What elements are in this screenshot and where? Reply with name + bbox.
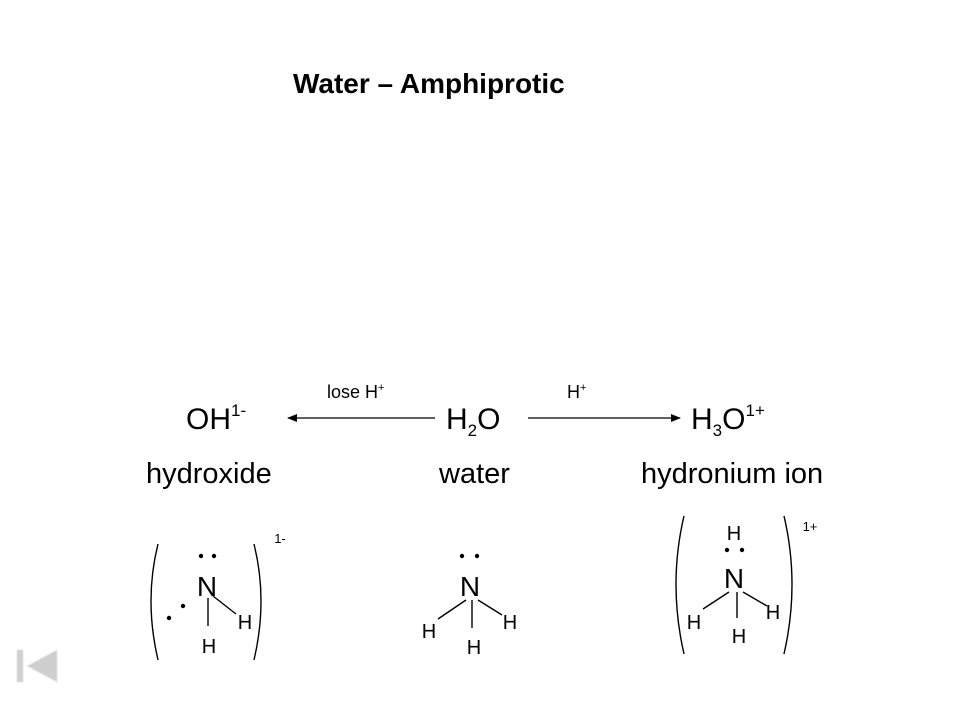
hydronium-formula-subscript: 3 [712,421,723,440]
hydroxide-h-right: H [238,612,252,634]
hydronium-h-top: H [727,523,741,545]
hydroxide-formula-base: OH [186,403,231,436]
lose-proton-label: lose H+ [327,381,384,403]
gain-proton-label-charge: + [580,382,587,394]
hydronium-h-right: H [766,602,780,624]
water-formula: H2O [446,402,501,440]
water-formula-subscript: 2 [467,421,478,440]
lone-pair-dot [739,547,745,553]
bond-line [477,599,503,616]
hydroxide-formula-charge: 1- [231,401,247,420]
hydroxide-charge: 1- [274,531,286,546]
lose-proton-label-text: lose H [327,382,379,402]
hydronium-formula-o: O [722,403,746,436]
water-center-atom: N [460,571,480,602]
hydroxide-left-bracket [150,543,159,661]
water-formula-o: O [477,403,501,436]
water-h-left: H [422,621,436,643]
hydronium-formula: H3O1+ [691,401,765,440]
hydronium-h-left: H [687,612,701,634]
gain-proton-label: H+ [567,381,586,403]
hydroxide-right-bracket [253,543,262,661]
lose-proton-label-charge: + [378,382,385,394]
hydroxide-center-atom: N [197,571,217,602]
hydronium-formula-charge: 1+ [745,401,765,420]
hydronium-formula-h: H [691,403,713,436]
water-h-right: H [503,612,517,634]
water-lewis-structure: N H H H [422,553,517,659]
hydronium-center-atom: N [724,563,744,594]
first-slide-icon[interactable] [16,649,58,683]
lone-pair-dot [459,553,465,559]
bond-line [437,599,467,620]
hydronium-name: hydronium ion [641,458,824,490]
hydroxide-lewis-structure: N H H 1- [150,531,286,661]
gain-proton-label-text: H [567,382,580,402]
bond-line [212,595,237,615]
hydroxide-h-bottom: H [202,636,216,658]
lone-pair-dot [198,553,204,559]
lone-pair-dot [474,553,480,559]
bond-line [702,591,730,610]
hydroxide-formula: OH1- [186,402,246,438]
hydronium-h-bottom: H [732,626,746,648]
lone-pair-dot [211,553,217,559]
lone-pair-dot [166,615,172,621]
hydronium-lewis-structure: H N H H H 1+ [675,515,818,655]
hydroxide-name: hydroxide [146,458,272,490]
water-h-bottom: H [467,637,481,659]
lone-pair-dot [180,603,186,609]
hydronium-left-bracket [675,515,685,655]
lone-pair-dot [724,547,730,553]
hydronium-charge: 1+ [803,519,818,534]
hydronium-right-bracket [783,515,793,655]
water-formula-h: H [446,403,468,436]
slide-title: Water – Amphiprotic [293,68,565,99]
water-name: water [439,458,510,490]
bond-line [742,591,768,607]
